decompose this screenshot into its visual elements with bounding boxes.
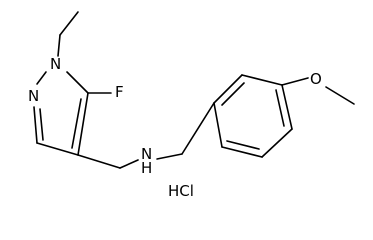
bond-n1-n2 xyxy=(36,71,47,85)
atom-labels: N N F N H O HCl xyxy=(28,55,322,200)
bond-ar3-ar4-inner xyxy=(275,89,285,127)
bond-ar4-ar5 xyxy=(261,128,293,158)
bonds xyxy=(33,11,355,169)
bond-ethyl-ch2-n1 xyxy=(57,34,61,57)
bond-ar1-ar2 xyxy=(213,74,243,104)
chemical-structure-diagram: N N F N H O HCl xyxy=(28,11,355,200)
atom-label-n1: N xyxy=(50,55,61,73)
bond-ar1-ar2-inner xyxy=(221,82,245,106)
bond-o-ch3 xyxy=(325,86,355,105)
bond-n2-c3-double xyxy=(39,108,44,141)
atom-label-amine-n: N xyxy=(141,145,152,163)
atom-label-fluorine: F xyxy=(115,83,124,101)
salt-label-hcl: HCl xyxy=(168,182,194,200)
atom-label-amine-h: H xyxy=(141,159,152,177)
bond-ar6-ar1 xyxy=(213,102,223,148)
bond-ch2-aryl xyxy=(181,102,215,155)
bond-ethyl-ch3-ch2 xyxy=(59,11,79,36)
bond-n1-c5 xyxy=(66,71,89,94)
bond-c4-c5-double xyxy=(71,98,82,149)
bond-ar5-ar6 xyxy=(221,146,263,158)
bond-ch2-nh xyxy=(119,159,139,169)
bond-ar2-ar3 xyxy=(241,74,283,86)
bond-c4-ch2 xyxy=(77,154,121,169)
bond-ar5-ar6-inner xyxy=(226,140,260,150)
bond-c3-c4 xyxy=(36,142,79,156)
bond-nh-ch2 xyxy=(156,153,183,160)
atom-label-n2: N xyxy=(28,87,39,105)
atom-label-oxygen: O xyxy=(310,70,322,88)
bond-n2-c3 xyxy=(33,106,38,144)
bond-c4-c5 xyxy=(77,92,89,156)
bond-ar3-ar4 xyxy=(281,84,293,130)
bond-ar-o xyxy=(281,77,309,86)
